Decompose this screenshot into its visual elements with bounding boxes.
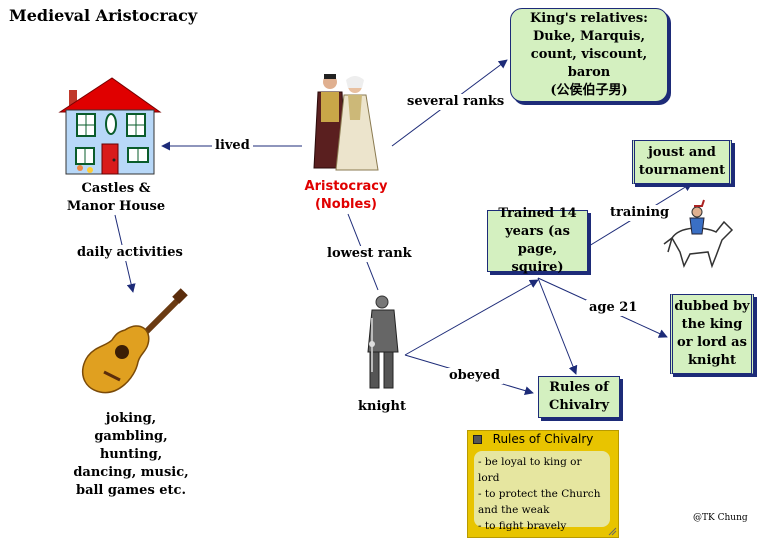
- box-line: Chivalry: [548, 398, 610, 413]
- edge-label-several-ranks: several ranks: [404, 94, 508, 110]
- activity-item: joking,: [105, 411, 157, 426]
- box-line: King's relatives:: [530, 11, 648, 26]
- box-line: Rules of: [549, 380, 609, 395]
- castles-node: Castles & Manor House: [60, 180, 172, 216]
- house-icon: [58, 77, 162, 175]
- aristocracy-label: Aristocracy: [304, 179, 388, 194]
- box-line: tournament: [638, 163, 726, 178]
- box-line: knight: [688, 353, 736, 368]
- edge-label-lived: lived: [212, 138, 253, 154]
- box-line: years (as page,: [505, 224, 570, 257]
- activity-item: hunting,: [99, 447, 163, 462]
- note-line: - be loyal to king or lord: [478, 456, 582, 484]
- box-line: dubbed by: [674, 299, 750, 314]
- note-line: and the weak: [478, 504, 550, 516]
- box-line: the king: [681, 317, 743, 332]
- horse-rider-icon: [663, 199, 734, 269]
- edge-label-training: training: [607, 205, 673, 221]
- chivalry-note[interactable]: Rules of Chivalry - be loyal to king or …: [467, 430, 619, 538]
- aristocracy-node: Aristocracy (Nobles): [290, 178, 402, 214]
- note-resize-icon[interactable]: [607, 526, 617, 536]
- joust-box: joust and tournament: [632, 140, 732, 184]
- box-line: joust and: [648, 145, 716, 160]
- edge-label-lowest-rank: lowest rank: [324, 246, 415, 262]
- guitar-icon: [81, 288, 188, 394]
- edge-label-age-21: age 21: [586, 300, 641, 316]
- kings-relatives-box: King's relatives: Duke, Marquis, count, …: [510, 8, 668, 102]
- activity-item: dancing, music,: [73, 465, 189, 480]
- edge-label-obeyed: obeyed: [446, 368, 503, 384]
- rules-box: Rules of Chivalry: [538, 376, 620, 418]
- edge-trained-rules: [537, 277, 578, 375]
- nobles-couple-icon: [313, 74, 379, 171]
- box-line: Trained 14: [498, 206, 577, 221]
- note-body: - be loyal to king or lord - to protect …: [474, 451, 610, 532]
- note-collapse-icon[interactable]: [473, 435, 482, 444]
- edge-label-daily-activities: daily activities: [74, 245, 186, 261]
- box-line: (公侯伯子男): [550, 83, 628, 98]
- activities-node: joking, gambling, hunting, dancing, musi…: [68, 410, 194, 500]
- activity-item: ball games etc.: [75, 483, 187, 498]
- castles-label: Castles &: [81, 181, 151, 196]
- page-title: Medieval Aristocracy: [9, 6, 198, 25]
- credit-text: @TK Chung: [693, 513, 748, 523]
- note-line: - to fight bravely: [478, 520, 567, 532]
- dubbed-box: dubbed by the king or lord as knight: [670, 294, 754, 374]
- castles-label-line2: Manor House: [66, 199, 166, 214]
- edge-knight-trained: [404, 279, 539, 356]
- box-line: count, viscount, baron: [530, 47, 648, 80]
- box-line: Duke, Marquis,: [532, 29, 646, 44]
- note-line: - to protect the Church: [478, 488, 601, 500]
- knight-label: knight: [358, 399, 406, 414]
- box-line: or lord as: [677, 335, 747, 350]
- note-title: Rules of Chivalry: [492, 432, 594, 446]
- box-line: squire): [511, 260, 564, 275]
- aristocracy-label-line2: (Nobles): [314, 197, 377, 212]
- trained-box: Trained 14 years (as page, squire): [487, 206, 588, 275]
- knight-icon: [367, 295, 399, 389]
- activity-item: gambling,: [94, 429, 168, 444]
